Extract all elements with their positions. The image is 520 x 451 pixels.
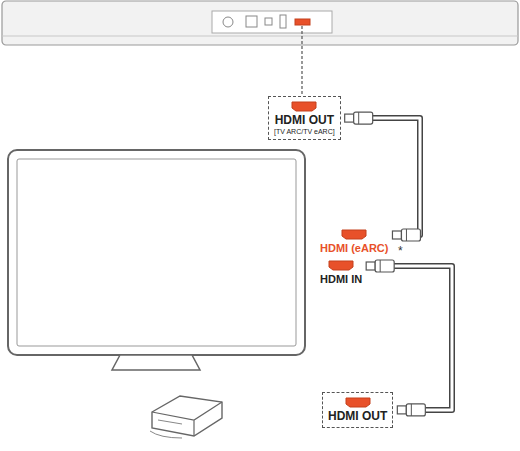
hdmi-port-icon (291, 101, 317, 112)
hdmi-port-icon (345, 397, 371, 408)
tv-port-label: HDMI IN (320, 260, 362, 286)
tv (8, 150, 305, 370)
hdmi-plug (392, 229, 420, 241)
port-name: [TV ARC/TV eARC] (274, 128, 335, 136)
soundbar (2, 1, 518, 45)
tv-port-label: HDMI (eARC) (320, 229, 388, 255)
hdmi-cable (345, 112, 421, 241)
hdmi-plug (397, 404, 425, 416)
footnote-mark: * (398, 244, 403, 258)
port-name: HDMI OUT (274, 114, 335, 128)
hdmi-plug (366, 260, 394, 272)
port-name: HDMI IN (320, 273, 362, 286)
port-callout-box: HDMI OUT[TV ARC/TV eARC] (268, 96, 341, 140)
hdmi-port-icon (341, 229, 367, 240)
hdmi-port-icon (328, 260, 354, 271)
port-name: HDMI (eARC) (320, 242, 388, 255)
port-callout-box: HDMI OUT (322, 392, 393, 428)
hdmi-plug (345, 112, 373, 124)
leader-line (301, 26, 302, 96)
port-name: HDMI OUT (328, 410, 387, 424)
player (150, 396, 222, 438)
